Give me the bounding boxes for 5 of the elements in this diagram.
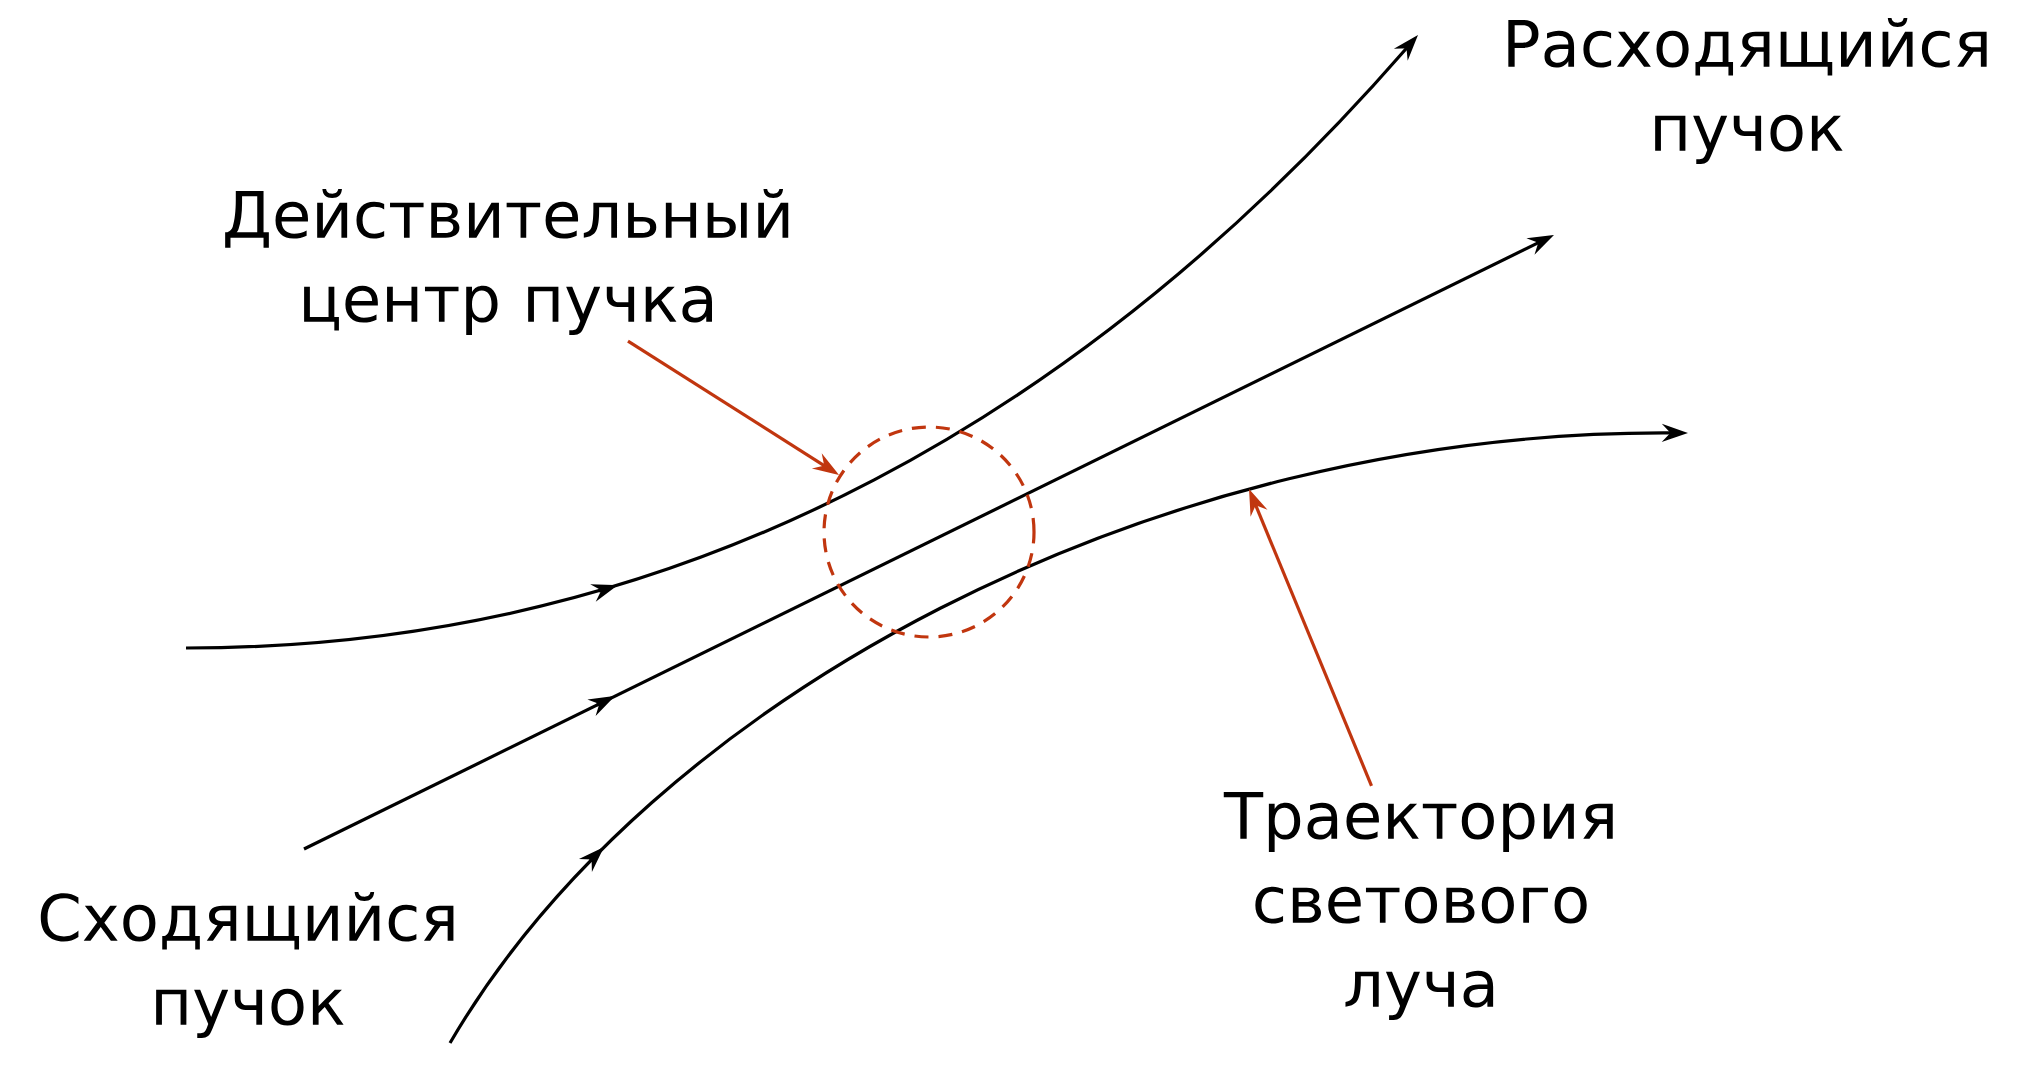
dashed-circle bbox=[822, 425, 1036, 639]
beam-label: Сходящийся пучок bbox=[40, 892, 454, 1038]
leader-label: Траектория светового луча bbox=[1223, 792, 1613, 1020]
beam-label: Расходящийся пучок bbox=[1508, 18, 1987, 164]
leader-label: Действительный центр пучка bbox=[225, 189, 789, 335]
